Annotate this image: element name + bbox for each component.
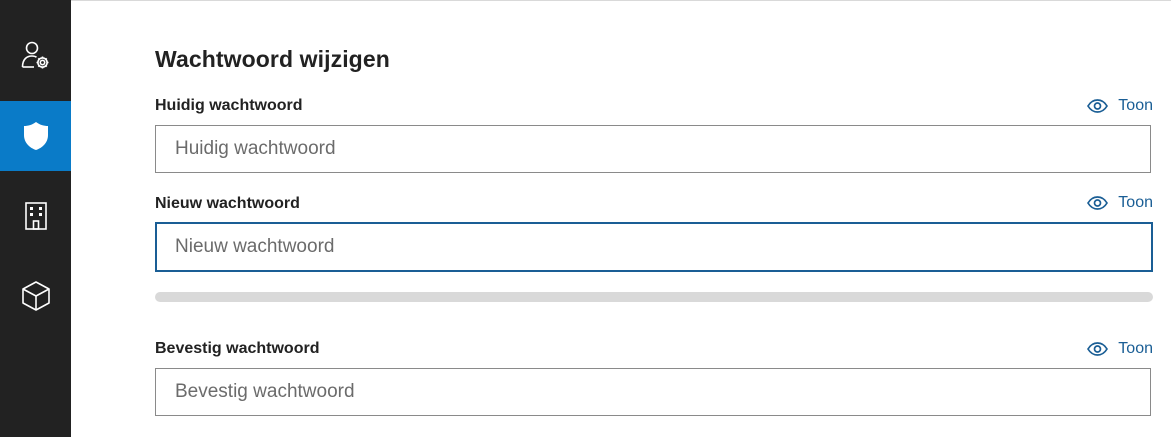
shield-icon — [23, 122, 48, 150]
page-title: Wachtwoord wijzigen — [155, 46, 390, 72]
show-password-label: Toon — [1118, 340, 1153, 357]
confirm-password-input[interactable] — [155, 368, 1151, 416]
current-password-label: Huidig wachtwoord — [155, 97, 303, 114]
eye-icon — [1087, 196, 1109, 210]
eye-icon — [1087, 99, 1109, 113]
current-password-show-toggle[interactable]: Toon — [1087, 97, 1153, 115]
sidebar-item-account-settings[interactable] — [0, 20, 71, 90]
cube-icon — [21, 281, 50, 311]
sidebar-item-security[interactable] — [0, 101, 71, 171]
confirm-password-label: Bevestig wachtwoord — [155, 340, 320, 357]
new-password-show-toggle[interactable]: Toon — [1087, 194, 1153, 212]
sidebar — [0, 0, 71, 437]
new-password-label: Nieuw wachtwoord — [155, 195, 300, 212]
confirm-password-show-toggle[interactable]: Toon — [1087, 340, 1153, 358]
current-password-input[interactable] — [155, 125, 1151, 173]
show-password-label: Toon — [1118, 97, 1153, 114]
sidebar-item-products[interactable] — [0, 261, 71, 331]
sidebar-item-organization[interactable] — [0, 181, 71, 251]
building-icon — [24, 202, 47, 230]
top-border — [0, 0, 1171, 1]
new-password-input[interactable] — [155, 222, 1153, 272]
user-gear-icon — [21, 41, 48, 69]
eye-icon — [1087, 342, 1109, 356]
show-password-label: Toon — [1118, 194, 1153, 211]
password-strength-meter — [155, 292, 1153, 302]
